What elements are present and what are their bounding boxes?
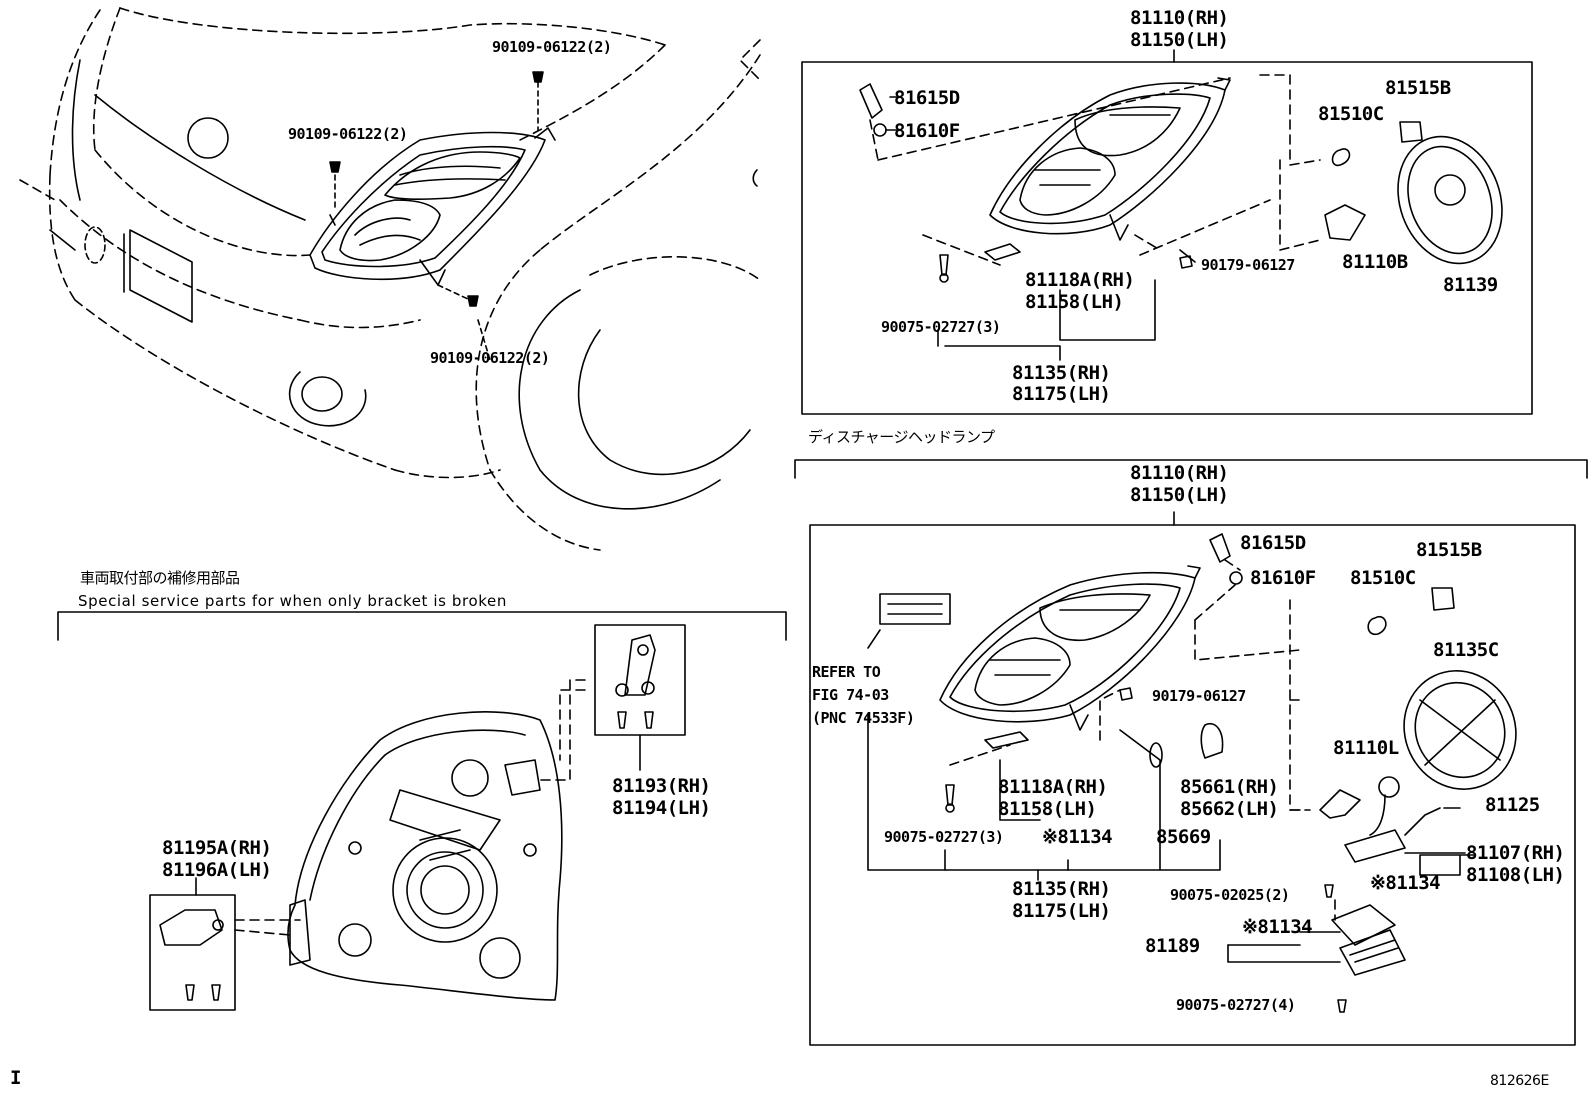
label-bot-81135c: 81135C <box>1433 639 1499 661</box>
label-top-81615d: 81615D <box>894 87 960 109</box>
label-bot-81110l: 81110L <box>1333 737 1399 759</box>
label-special-en: Special service parts for when only brac… <box>78 592 507 610</box>
car-front-illustration <box>19 7 761 551</box>
label-bot-81510c: 81510C <box>1350 567 1416 589</box>
label-brk-81196a: 81196A(LH) <box>162 859 272 881</box>
label-top-81135: 81135(RH) <box>1012 362 1111 384</box>
label-bot-81134b: ※81134 <box>1370 872 1441 894</box>
label-diagram-code: 812626E <box>1490 1073 1549 1089</box>
label-top-81510c: 81510C <box>1318 103 1384 125</box>
label-top-81515b: 81515B <box>1385 77 1451 99</box>
bracket-parts <box>159 634 656 1001</box>
label-bot-81125: 81125 <box>1485 794 1540 816</box>
label-bot-81158: 81158(LH) <box>998 798 1097 820</box>
label-brk-81195a: 81195A(RH) <box>162 837 272 859</box>
label-top-81118a: 81118A(RH) <box>1025 269 1135 291</box>
label-refer-line-1: REFER TO <box>812 663 881 681</box>
label-top-81610f: 81610F <box>894 120 960 142</box>
halogen-leader-lines <box>869 74 1321 266</box>
label-bot-main-lh: 81150(LH) <box>1130 484 1229 506</box>
label-special-jp: 車両取付部の補修用部品 <box>80 569 240 587</box>
label-bot-81189: 81189 <box>1145 935 1200 957</box>
label-bot-81134c: ※81134 <box>1242 916 1313 938</box>
label-discharge-title: ディスチャージヘッドランプ <box>808 428 995 446</box>
label-bot-90179: 90179-06127 <box>1152 687 1246 705</box>
car-body-details <box>49 59 758 510</box>
label-refer-line-2: FIG 74-03 <box>812 686 889 704</box>
car-bolt-icons <box>329 71 544 307</box>
car-headlamp <box>309 127 556 286</box>
label-top-main-lh: 81150(LH) <box>1130 29 1229 51</box>
label-car-bolt-3: 90109-06122(2) <box>430 349 550 367</box>
label-car-bolt-2: 90109-06122(2) <box>288 125 408 143</box>
discharge-lamp-box <box>794 459 1588 1046</box>
halogen-lamp-box <box>801 49 1533 415</box>
label-bot-main-rh: 81110(RH) <box>1130 462 1229 484</box>
label-bot-81610f: 81610F <box>1250 567 1316 589</box>
label-bot-81108: 81108(LH) <box>1466 864 1565 886</box>
discharge-lamp-assembly <box>879 565 1201 731</box>
car-bolts <box>334 81 539 361</box>
discharge-small-parts <box>945 533 1517 1013</box>
label-top-81139: 81139 <box>1443 274 1498 296</box>
label-top-81158: 81158(LH) <box>1025 291 1124 313</box>
label-bot-85669: 85669 <box>1156 826 1211 848</box>
label-corner-mark: I <box>10 1067 21 1089</box>
halogen-small-parts <box>859 83 1503 283</box>
discharge-leader-lines <box>949 559 1336 921</box>
label-refer-line-3: (PNC 74533F) <box>812 709 915 727</box>
label-bot-90075c: 90075-02727(4) <box>1176 996 1296 1014</box>
halogen-lamp-assembly <box>989 77 1231 241</box>
label-bot-90075a: 90075-02727(3) <box>884 828 1004 846</box>
label-bot-81107: 81107(RH) <box>1466 842 1565 864</box>
label-bot-81515b: 81515B <box>1416 539 1482 561</box>
label-bot-85661: 85661(RH) <box>1180 776 1279 798</box>
label-bot-90075b: 90075-02025(2) <box>1170 886 1290 904</box>
rear-headlamp-housing <box>287 711 563 1001</box>
label-bot-81175: 81175(LH) <box>1012 900 1111 922</box>
label-top-81110b: 81110B <box>1342 251 1408 273</box>
label-bot-81118a: 81118A(RH) <box>998 776 1108 798</box>
bracket-boxes <box>149 624 686 1011</box>
label-top-81175: 81175(LH) <box>1012 383 1111 405</box>
label-top-main-rh: 81110(RH) <box>1130 7 1229 29</box>
label-car-bolt-1: 90109-06122(2) <box>492 38 612 56</box>
label-bot-85662: 85662(LH) <box>1180 798 1279 820</box>
bracket-section-frame <box>57 611 787 641</box>
label-brk-81194: 81194(LH) <box>612 797 711 819</box>
bracket-leader-lines <box>234 679 586 936</box>
label-bot-81135: 81135(RH) <box>1012 878 1111 900</box>
label-bot-81134a: ※81134 <box>1042 826 1113 848</box>
label-bot-81615d: 81615D <box>1240 532 1306 554</box>
halogen-part-lines <box>885 96 1196 361</box>
discharge-part-lines <box>867 629 1476 963</box>
label-brk-81193: 81193(RH) <box>612 775 711 797</box>
label-top-90179: 90179-06127 <box>1201 256 1295 274</box>
label-top-90075: 90075-02727(3) <box>881 318 1001 336</box>
